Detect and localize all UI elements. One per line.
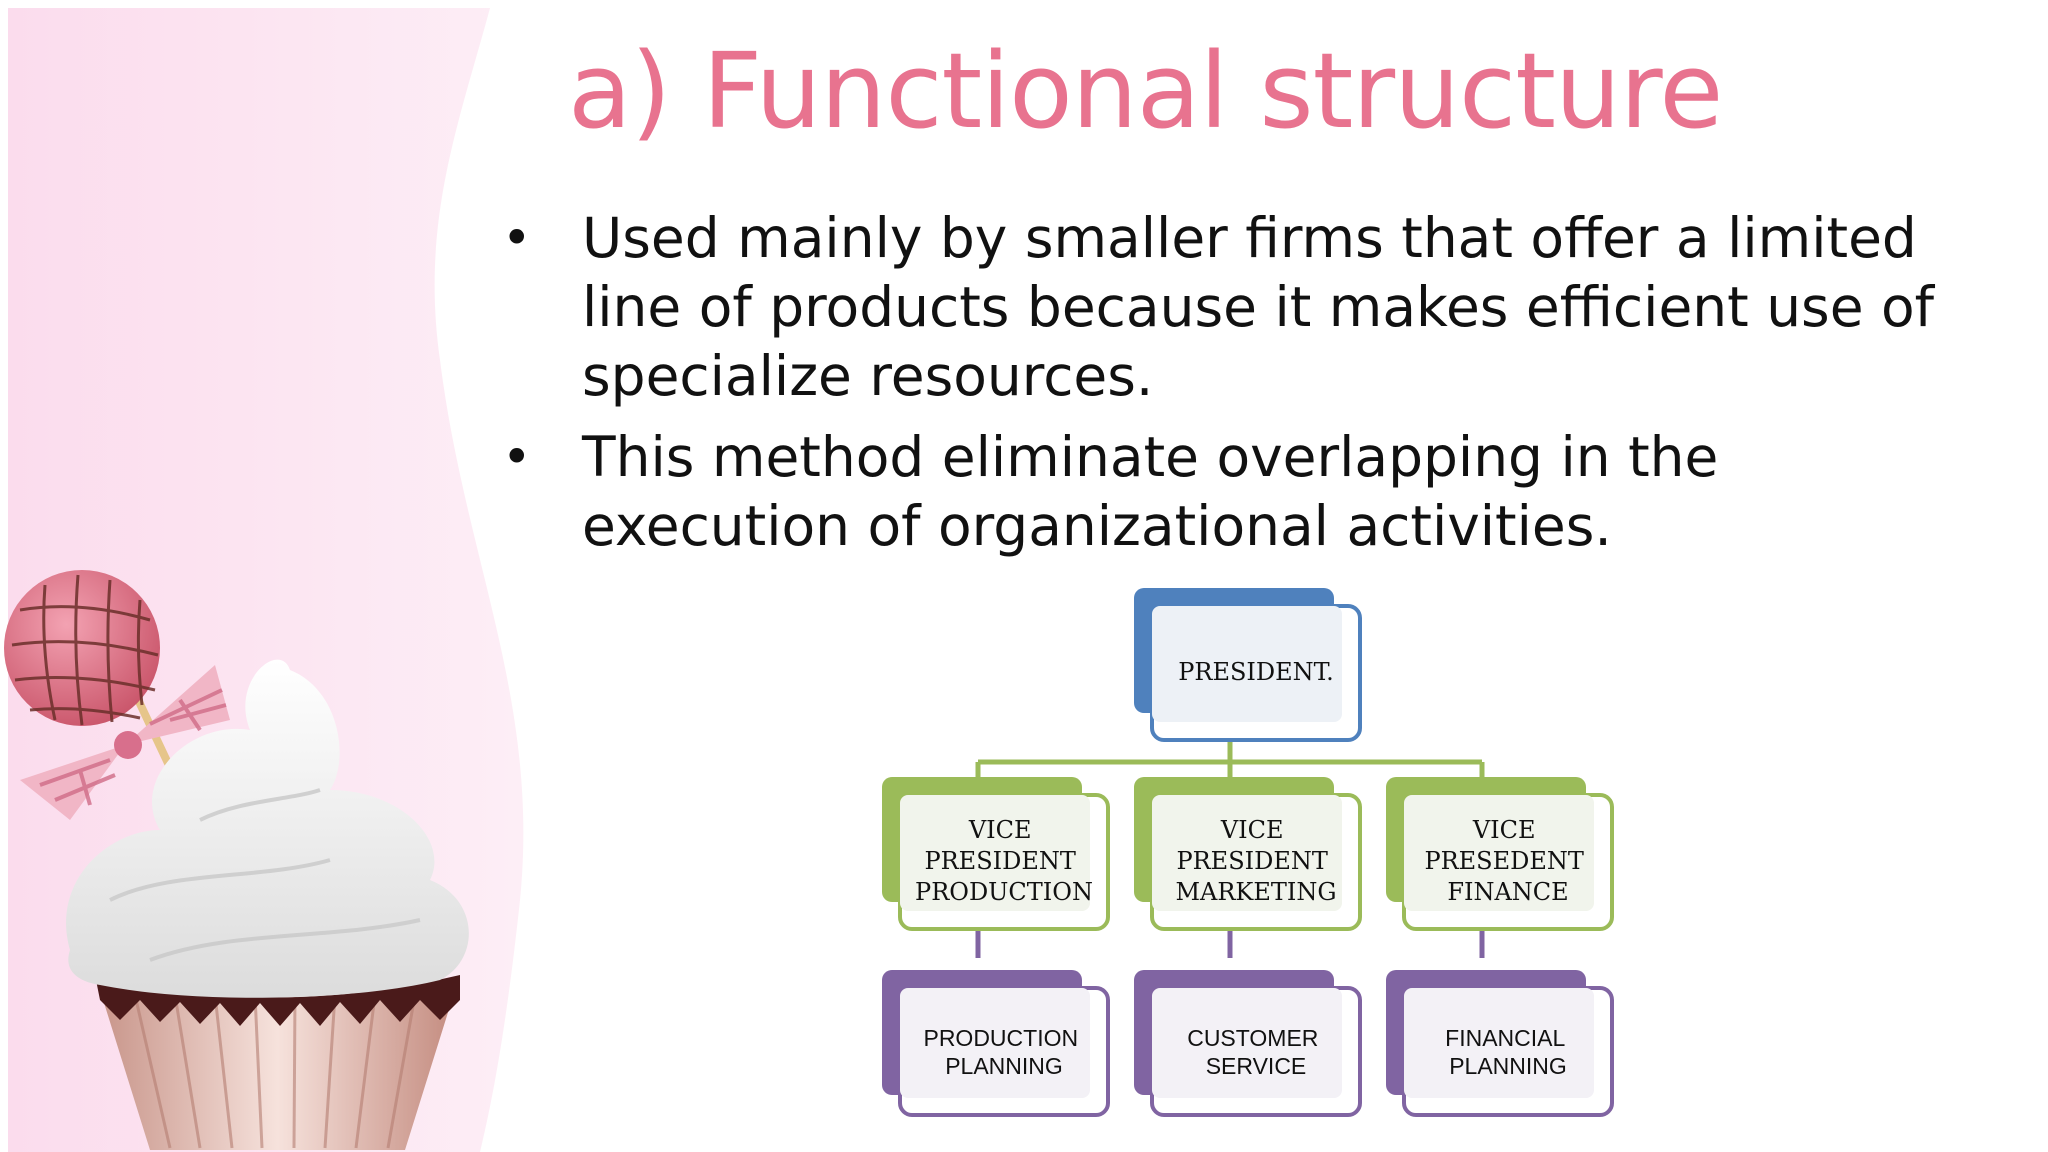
bullet-text: This method eliminate overlapping in the…	[582, 425, 1719, 558]
bullet-icon: •	[502, 209, 532, 267]
cupcake-illustration	[4, 8, 524, 1152]
org-node-label: PRESIDENT.	[1178, 658, 1334, 686]
org-node-label: FINANCIAL PLANNING	[1445, 1025, 1571, 1079]
bullet-text: Used mainly by smaller firms that offer …	[582, 206, 1935, 408]
org-node-label: PRODUCTION PLANNING	[923, 1025, 1084, 1079]
bullet-item: • Used mainly by smaller firms that offe…	[502, 204, 1962, 411]
org-node-label: VICE PRESIDENT PRODUCTION	[915, 816, 1093, 906]
org-node-vp-finance: VICE PRESEDENT FINANCE	[1386, 777, 1614, 931]
bullet-icon: •	[502, 428, 532, 486]
org-node-label: VICE PRESIDENT MARKETING	[1175, 816, 1336, 906]
org-node-president: PRESIDENT.	[1134, 588, 1362, 742]
org-node-production-planning: PRODUCTION PLANNING	[882, 970, 1110, 1117]
org-node-label: VICE PRESEDENT FINANCE	[1424, 816, 1591, 906]
org-node-vp-production: VICE PRESIDENT PRODUCTION	[882, 777, 1110, 931]
bullet-item: • This method eliminate overlapping in t…	[502, 423, 1962, 561]
org-chart: PRESIDENT. VICE PRESIDENT PRODUCTION VIC…	[882, 588, 1614, 1117]
org-node-customer-service: CUSTOMER SERVICE	[1134, 970, 1362, 1117]
org-node-vp-marketing: VICE PRESIDENT MARKETING	[1134, 777, 1362, 931]
slide-title: a) Functional structure	[568, 30, 1723, 152]
org-node-label: CUSTOMER SERVICE	[1187, 1025, 1325, 1079]
bullet-list: • Used mainly by smaller firms that offe…	[502, 204, 1962, 573]
org-node-financial-planning: FINANCIAL PLANNING	[1386, 970, 1614, 1117]
vertical-connectors	[975, 928, 1485, 958]
